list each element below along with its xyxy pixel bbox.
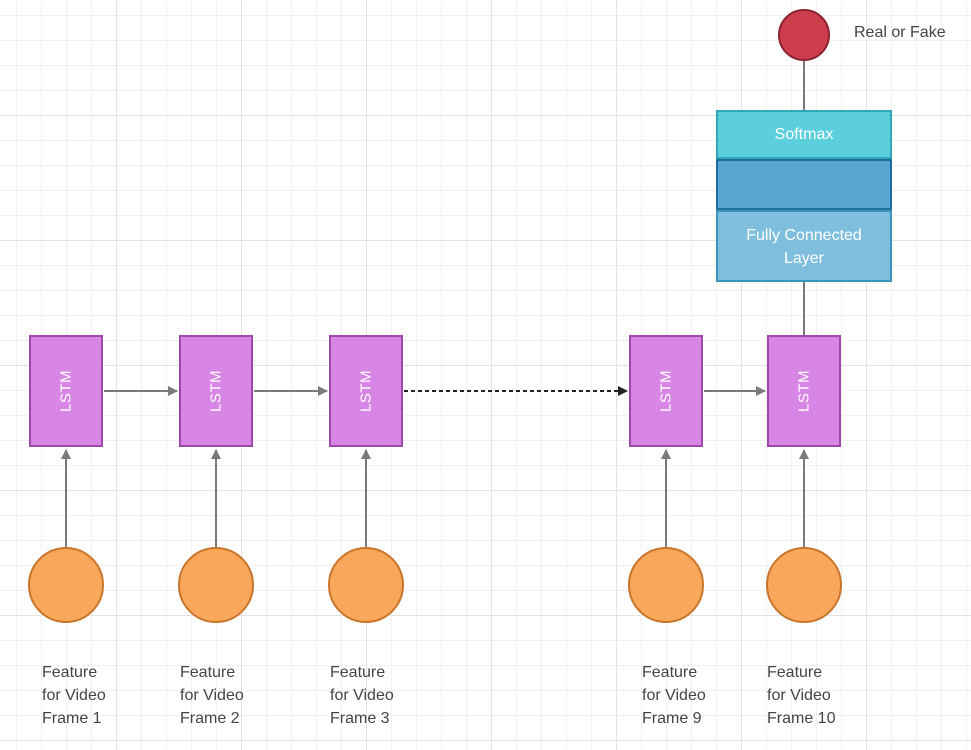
hidden-layer-block[interactable] bbox=[716, 159, 892, 210]
frame-label-line: Frame 9 bbox=[642, 710, 702, 727]
frame-label-line: Frame 1 bbox=[42, 710, 102, 727]
lstm-cell-3[interactable]: LSTM bbox=[329, 335, 403, 447]
lstm-cell-9[interactable]: LSTM bbox=[629, 335, 703, 447]
frame-label-1: Feature for Video Frame 1 bbox=[42, 661, 132, 730]
output-node[interactable] bbox=[778, 9, 830, 61]
softmax-label: Softmax bbox=[774, 126, 834, 143]
lstm-label: LSTM bbox=[657, 369, 675, 413]
feature-node-2[interactable] bbox=[178, 547, 254, 623]
lstm-cell-2[interactable]: LSTM bbox=[179, 335, 253, 447]
frame-label-3: Feature for Video Frame 3 bbox=[330, 661, 420, 730]
frame-label-line: Frame 2 bbox=[180, 710, 240, 727]
feature-node-3[interactable] bbox=[328, 547, 404, 623]
feature-node-10[interactable] bbox=[766, 547, 842, 623]
frame-label-2: Feature for Video Frame 2 bbox=[180, 661, 270, 730]
frame-label-line: Feature bbox=[42, 664, 98, 681]
fully-connected-label-line: Fully Connected bbox=[746, 227, 862, 244]
feature-node-9[interactable] bbox=[628, 547, 704, 623]
softmax-layer[interactable]: Softmax bbox=[716, 110, 892, 159]
fully-connected-layer[interactable]: Fully Connected Layer bbox=[716, 210, 892, 282]
frame-label-line: for Video bbox=[180, 687, 244, 704]
frame-label-line: Feature bbox=[180, 664, 236, 681]
frame-label-line: for Video bbox=[642, 687, 706, 704]
lstm-label: LSTM bbox=[795, 369, 813, 413]
fully-connected-label-line: Layer bbox=[783, 250, 825, 267]
lstm-cell-10[interactable]: LSTM bbox=[767, 335, 841, 447]
frame-label-line: for Video bbox=[330, 687, 394, 704]
feature-node-1[interactable] bbox=[28, 547, 104, 623]
output-label: Real or Fake bbox=[854, 24, 946, 41]
frame-label-line: Feature bbox=[330, 664, 386, 681]
frame-label-line: for Video bbox=[42, 687, 106, 704]
frame-label-line: for Video bbox=[767, 687, 831, 704]
lstm-label: LSTM bbox=[207, 369, 225, 413]
lstm-label: LSTM bbox=[57, 369, 75, 413]
frame-label-line: Frame 10 bbox=[767, 710, 836, 727]
frame-label-line: Feature bbox=[642, 664, 698, 681]
frame-label-line: Frame 3 bbox=[330, 710, 390, 727]
lstm-cell-1[interactable]: LSTM bbox=[29, 335, 103, 447]
frame-label-10: Feature for Video Frame 10 bbox=[767, 661, 857, 730]
frame-label-9: Feature for Video Frame 9 bbox=[642, 661, 732, 730]
lstm-label: LSTM bbox=[357, 369, 375, 413]
frame-label-line: Feature bbox=[767, 664, 823, 681]
